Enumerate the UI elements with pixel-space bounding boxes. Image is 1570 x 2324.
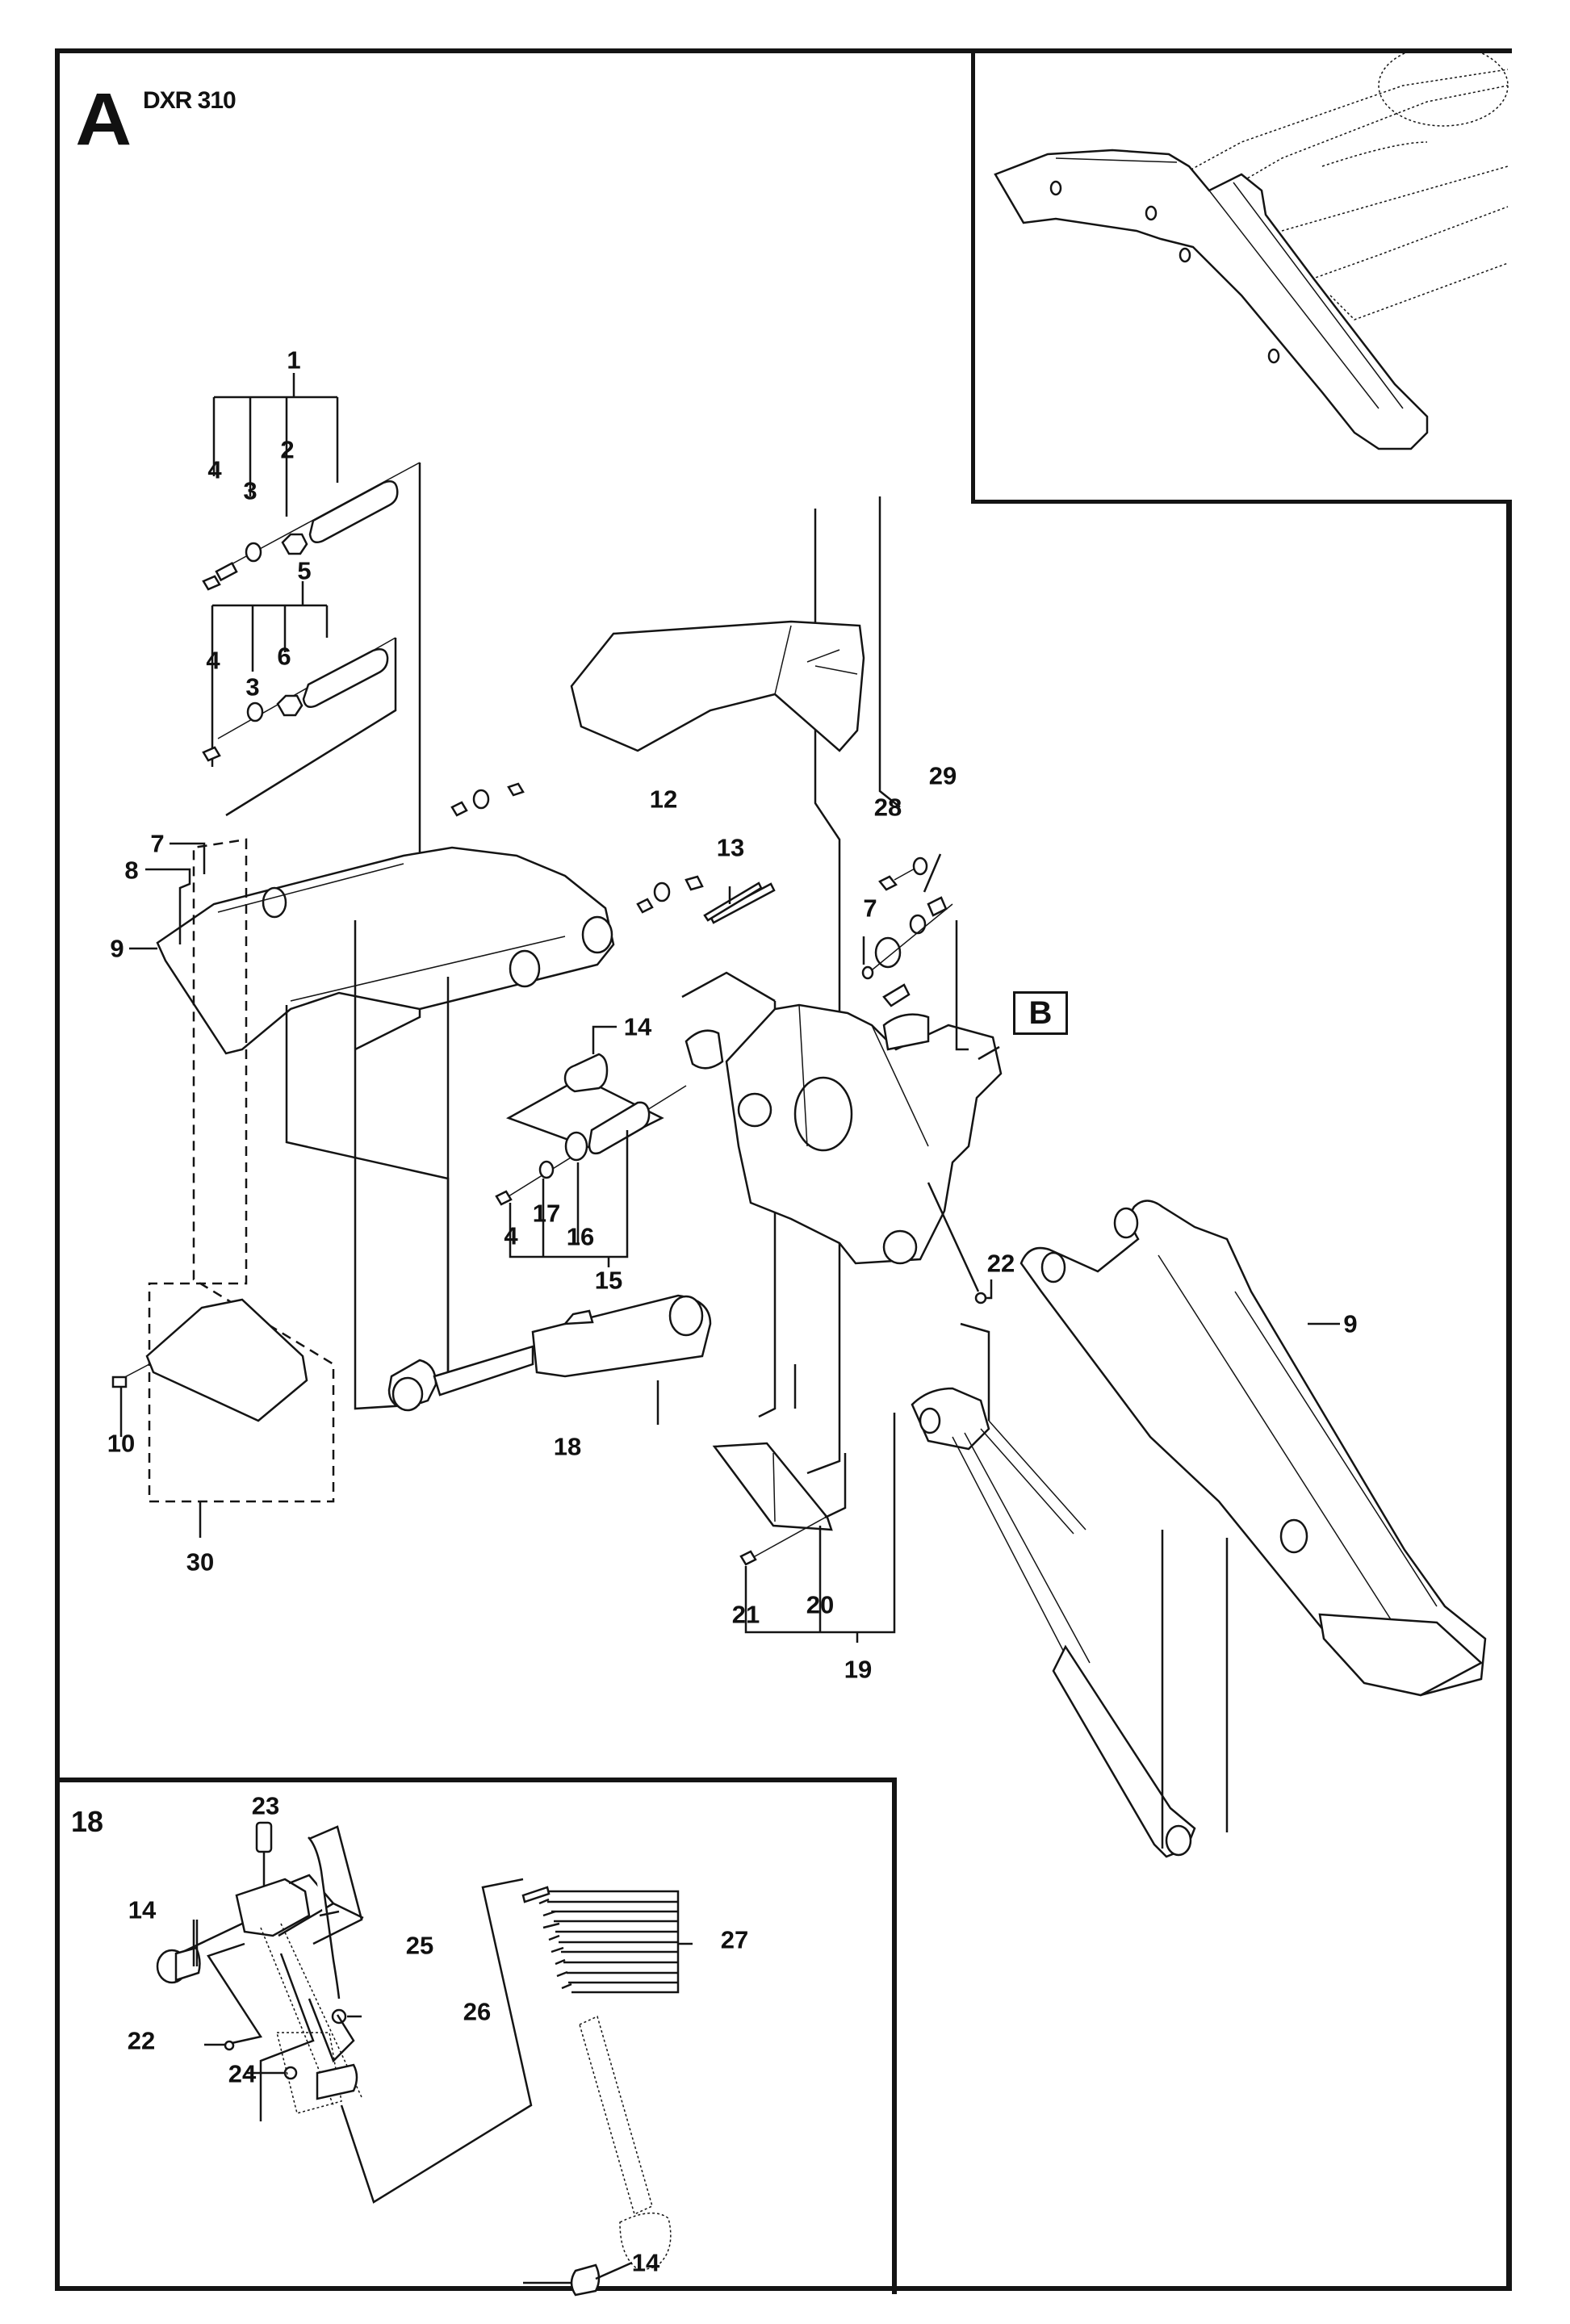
- callout-4[interactable]: 4: [504, 1221, 518, 1250]
- callout-12[interactable]: 12: [649, 785, 678, 814]
- callout-13[interactable]: 13: [716, 833, 745, 862]
- callout-7[interactable]: 7: [150, 829, 165, 858]
- callout-8[interactable]: 8: [124, 856, 139, 885]
- dashed-group-30: [111, 838, 335, 1538]
- callout-14[interactable]: 14: [128, 1895, 157, 1924]
- leader-7-8-9: [129, 842, 206, 950]
- pin-assembly-15: [495, 1085, 687, 1267]
- cylinder-detail-inset: [55, 1778, 897, 2297]
- callout-1[interactable]: 1: [287, 345, 301, 375]
- grease-fitting-23: [255, 1821, 273, 1886]
- callout-17[interactable]: 17: [532, 1199, 561, 1228]
- machine-body-outline: [1152, 53, 1509, 320]
- callout-14[interactable]: 14: [631, 2248, 660, 2277]
- guard-20: [712, 1413, 896, 1643]
- leader-group-1: [212, 373, 339, 517]
- callout-21[interactable]: 21: [731, 1600, 760, 1629]
- callout-3[interactable]: 3: [245, 672, 260, 701]
- callout-4[interactable]: 4: [207, 455, 222, 484]
- callout-26[interactable]: 26: [463, 1997, 492, 2026]
- callout-3[interactable]: 3: [243, 476, 257, 505]
- guard-12: [570, 620, 865, 752]
- callout-25[interactable]: 25: [405, 1931, 434, 1960]
- center-mount-bracket: [685, 983, 1003, 1265]
- callout-30[interactable]: 30: [186, 1547, 215, 1577]
- diagram-frame: [55, 48, 1512, 2291]
- callout-22[interactable]: 22: [986, 1249, 1015, 1278]
- callout-7[interactable]: 7: [863, 894, 877, 923]
- overview-inset: [971, 53, 1512, 504]
- leader-group-5: [211, 581, 329, 767]
- callout-6[interactable]: 6: [277, 642, 291, 671]
- hose-25: [308, 1825, 364, 2063]
- reference-box-b[interactable]: B: [1013, 991, 1068, 1035]
- piston-rod: [523, 2015, 672, 2297]
- callout-23[interactable]: 23: [251, 1791, 280, 1820]
- inset-18-title: 18: [71, 1805, 104, 1838]
- callout-2[interactable]: 2: [280, 435, 295, 464]
- cylinder-tube: [276, 1878, 533, 2204]
- callout-29[interactable]: 29: [928, 761, 957, 790]
- seal-kit-27: [521, 1886, 693, 1994]
- cylinder-18: [387, 1294, 712, 1425]
- callout-18[interactable]: 18: [553, 1432, 582, 1461]
- callout-27[interactable]: 27: [720, 1925, 749, 1954]
- callout-15[interactable]: 15: [594, 1266, 623, 1295]
- bolts-left-boom: [450, 782, 776, 924]
- machine-overview-drawing: [994, 53, 1509, 450]
- leader-box-b: [978, 1045, 1000, 1061]
- pin-13: [703, 881, 763, 922]
- right-boom: [1019, 1200, 1487, 1697]
- callout-14[interactable]: 14: [623, 1012, 652, 1041]
- pin-assembly-1: [202, 462, 421, 1051]
- callout-10[interactable]: 10: [107, 1429, 136, 1458]
- callout-5[interactable]: 5: [297, 556, 312, 585]
- cylinder-detail-drawing: [156, 1821, 693, 2297]
- bushing-14-main: [563, 1025, 617, 1093]
- callout-20[interactable]: 20: [806, 1590, 835, 1619]
- left-boom: [156, 846, 615, 1055]
- cylinder-right: [911, 1322, 1229, 1858]
- callout-4[interactable]: 4: [206, 646, 220, 675]
- callout-28[interactable]: 28: [873, 793, 902, 822]
- section-letter: A: [75, 78, 132, 161]
- pin-assembly-5: [202, 637, 397, 817]
- bolts-28-29-7: [861, 853, 969, 1051]
- callout-9[interactable]: 9: [110, 934, 124, 963]
- callout-9[interactable]: 9: [1343, 1309, 1358, 1338]
- outrigger-legs: [994, 149, 1429, 450]
- callout-24[interactable]: 24: [228, 2059, 257, 2088]
- callout-22[interactable]: 22: [127, 2026, 156, 2055]
- callout-19[interactable]: 19: [844, 1655, 873, 1684]
- model-name: DXR 310: [143, 87, 237, 114]
- callout-16[interactable]: 16: [566, 1222, 595, 1251]
- nut-22-main: [927, 1182, 993, 1304]
